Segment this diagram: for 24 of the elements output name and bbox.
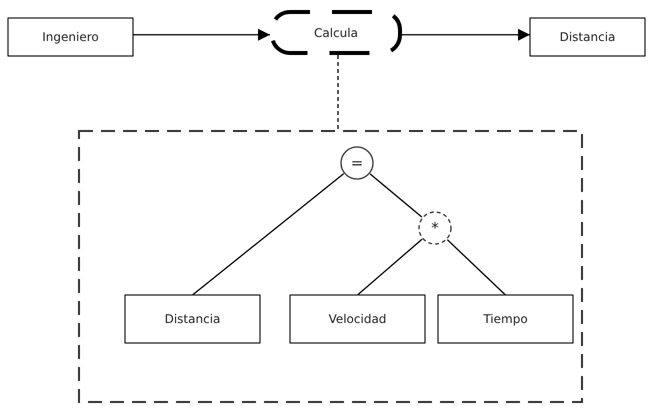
connector-line xyxy=(192,173,344,296)
node-label: Tiempo xyxy=(482,312,529,326)
connector-line xyxy=(370,173,422,218)
connector-line xyxy=(446,239,506,296)
operator-symbol: = xyxy=(350,154,364,172)
operator-circle xyxy=(340,146,374,180)
node-label: Velocidad xyxy=(328,312,388,326)
process-box xyxy=(124,294,260,344)
node-label: Distancia xyxy=(558,30,616,44)
process-box xyxy=(438,294,574,344)
connector-line xyxy=(357,238,423,296)
dashed-boundary-box xyxy=(78,130,583,403)
connector-line xyxy=(337,55,339,130)
process-box xyxy=(8,18,134,56)
node-label: Calcula xyxy=(313,26,359,40)
arrow xyxy=(402,28,530,41)
operator-symbol: * xyxy=(430,219,440,237)
operator-circle xyxy=(418,211,452,245)
node-label: Distancia xyxy=(164,312,222,326)
node-label: Ingeniero xyxy=(41,30,100,44)
process-box xyxy=(290,294,426,344)
arrow xyxy=(133,28,270,41)
process-box xyxy=(530,18,646,56)
process-rounded-box xyxy=(270,10,402,55)
